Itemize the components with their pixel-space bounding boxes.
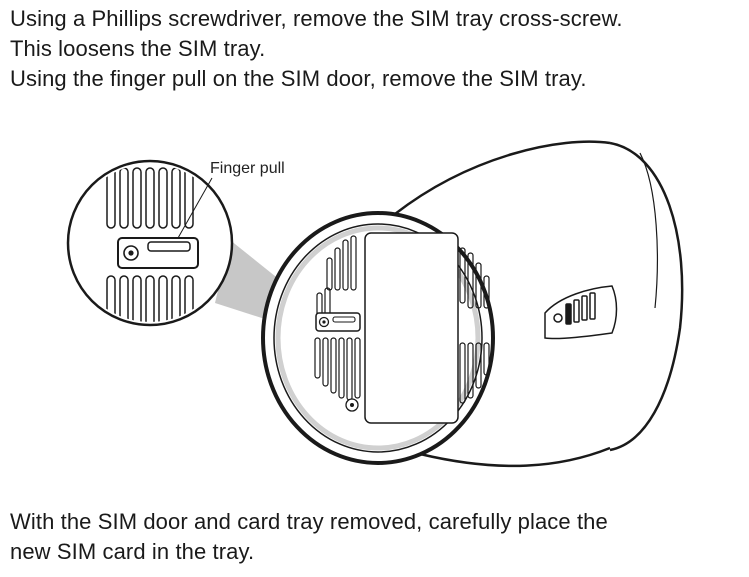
device-front-face (261, 211, 495, 465)
instruction-line-loosens-tray: This loosens the SIM tray. (10, 36, 266, 61)
followup-instruction: With the SIM door and card tray removed,… (10, 507, 608, 567)
followup-line-in-tray: new SIM card in the tray. (10, 539, 255, 564)
sim-door (315, 312, 361, 332)
instruction-line-remove-screw: Using a Phillips screwdriver, remove the… (10, 6, 623, 31)
followup-line-place-card: With the SIM door and card tray removed,… (10, 509, 608, 534)
instruction-steps: Using a Phillips screwdriver, remove the… (10, 4, 623, 94)
router-sim-illustration: Finger pull (66, 140, 684, 468)
instruction-line-finger-pull: Using the finger pull on the SIM door, r… (10, 66, 587, 91)
router-device (394, 140, 684, 468)
sim-door-zoom-callout (66, 159, 234, 327)
finger-pull-leader-line (177, 177, 213, 239)
bottom-screw-icon (345, 398, 359, 412)
sim-tray-screw-icon (128, 250, 134, 256)
finger-pull-label: Finger pull (210, 160, 285, 177)
side-port (544, 285, 618, 340)
